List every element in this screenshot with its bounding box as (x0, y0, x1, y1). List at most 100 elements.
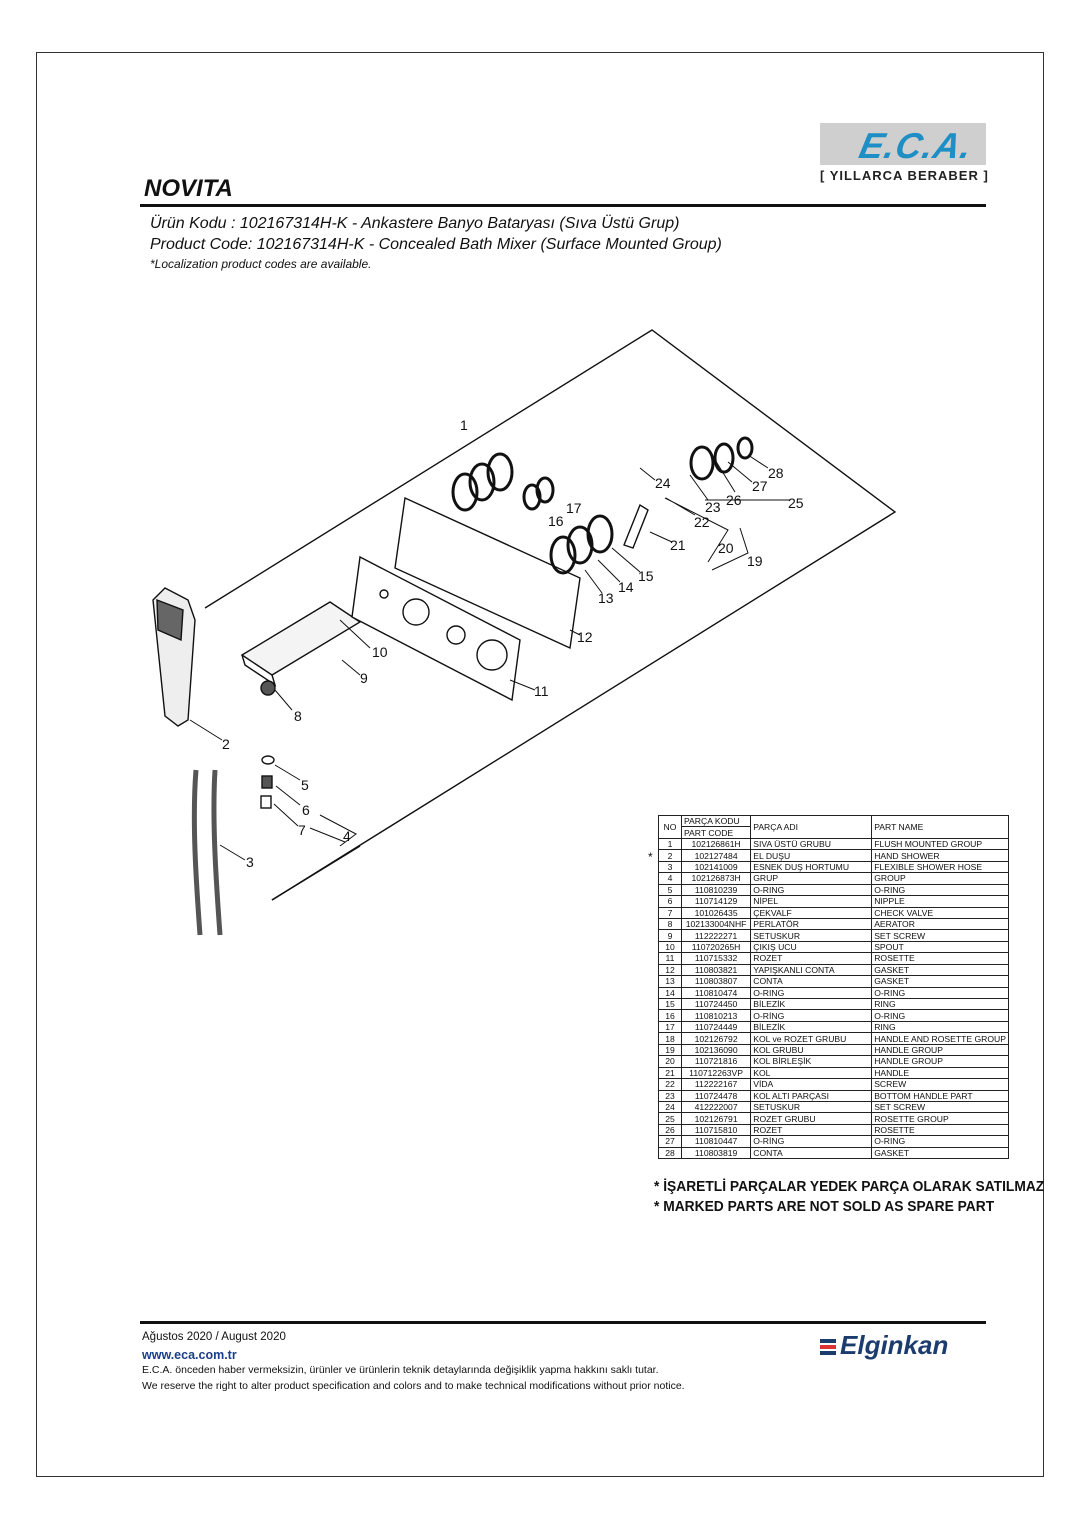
part-name-en: O-RING (871, 883, 1009, 897)
part-name-tr: ÇEKVALF (750, 906, 873, 919)
part-name-en: RING (871, 997, 1009, 1011)
part-name-en: HANDLE AND ROSETTE GROUP (871, 1032, 1009, 1045)
header-code-en: PART CODE (680, 826, 752, 839)
part-code: 102127484 (680, 849, 752, 862)
part-name-en: SPOUT (871, 940, 1009, 954)
part-name-en: GROUP (871, 872, 1009, 885)
part-name-tr: CONTA (750, 975, 873, 988)
slogan: [ YILLARCA BERABER ] (820, 168, 989, 183)
part-name-en: NIPPLE (871, 895, 1009, 908)
part-name-en: HAND SHOWER (871, 849, 1009, 862)
part-name-en: HANDLE (871, 1066, 1009, 1080)
callout-21: 21 (670, 537, 686, 553)
callout-1: 1 (460, 417, 468, 433)
part-name-en: O-RING (871, 1135, 1009, 1148)
part-code: 112222167 (680, 1078, 752, 1091)
part-no: 14 (658, 986, 682, 1000)
o-rings (451, 436, 754, 575)
part-code: 102126792 (680, 1032, 752, 1045)
exploded-diagram: 1 2 3 4 5 6 7 8 9 10 11 12 13 14 15 16 1… (152, 329, 897, 936)
callout-20: 20 (718, 540, 734, 556)
part-no: 11 (658, 952, 682, 965)
part-name-en: ROSETTE GROUP (871, 1112, 1009, 1125)
part-name-tr: KOL (750, 1066, 873, 1080)
part-name-en: FLUSH MOUNTED GROUP (871, 837, 1009, 851)
part-no: 5 (658, 883, 682, 897)
callout-13: 13 (598, 590, 614, 606)
part-no: 28 (658, 1146, 682, 1160)
part-code: 110803821 (680, 963, 752, 977)
part-code: 102136090 (680, 1043, 752, 1057)
callout-23: 23 (705, 499, 721, 515)
part-name-en: BOTTOM HANDLE PART (871, 1089, 1009, 1102)
part-code: 102141009 (680, 860, 752, 874)
part-name-en: HANDLE GROUP (871, 1043, 1009, 1057)
page-border (36, 52, 1044, 1477)
part-name-en: HANDLE GROUP (871, 1055, 1009, 1068)
part-name-en: O-RING (871, 1009, 1009, 1022)
part-code: 102133004NHF (680, 917, 752, 931)
part-no: 23 (658, 1089, 682, 1102)
callout-26: 26 (726, 492, 742, 508)
part-no: 20 (658, 1055, 682, 1068)
part-name-tr: O-RING (750, 986, 873, 1000)
callout-28: 28 (768, 465, 784, 481)
part-name-tr: KOL GRUBU (750, 1043, 873, 1057)
callout-7: 7 (298, 822, 306, 838)
callout-25: 25 (788, 495, 804, 511)
part-name-tr: GRUP (750, 872, 873, 885)
part-code: 110714129 (680, 895, 752, 908)
part-name-tr: ROZET (750, 952, 873, 965)
part-name-tr: KOL BİRLEŞİK (750, 1055, 873, 1068)
part-name-tr: O-RİNG (750, 1009, 873, 1022)
callout-12: 12 (577, 629, 593, 645)
header-name-tr: PARÇA ADI (750, 815, 873, 839)
callout-4: 4 (343, 828, 351, 844)
part-no: 21 (658, 1066, 682, 1080)
o-ring-5 (261, 755, 275, 765)
part-name-en: SCREW (871, 1078, 1009, 1091)
elginkan-logo: Elginkan (820, 1330, 948, 1361)
part-no: 4 (658, 872, 682, 885)
part-name-en: ROSETTE (871, 952, 1009, 965)
not-sold-marker: * (648, 850, 653, 864)
part-name-tr: ROZET (750, 1123, 873, 1137)
warning-en: * MARKED PARTS ARE NOT SOLD AS SPARE PAR… (654, 1198, 995, 1215)
website-link[interactable]: www.eca.com.tr (142, 1348, 237, 1362)
part-name-tr: PERLATÖR (750, 917, 873, 931)
parts-table: NO PARÇA KODU PARÇA ADI PART NAME PART C… (658, 814, 1009, 1160)
callout-2: 2 (222, 736, 230, 752)
part-no: 17 (658, 1020, 682, 1034)
part-no: 27 (658, 1135, 682, 1148)
part-name-en: GASKET (871, 963, 1009, 977)
callout-11: 11 (534, 683, 549, 699)
part-name-tr: SETUSKUR (750, 929, 873, 942)
header-no: NO (658, 815, 682, 839)
part-code: 101026435 (680, 906, 752, 919)
aerator (260, 680, 276, 696)
part-name-en: RING (871, 1020, 1009, 1034)
header-code-tr: PARÇA KODU (680, 814, 752, 828)
rosette-plate (351, 555, 521, 702)
part-no: 9 (658, 929, 682, 942)
part-name-tr: O-RİNG (750, 1135, 873, 1148)
header-divider (140, 204, 986, 207)
part-code: 110803807 (680, 975, 752, 988)
part-name-tr: ESNEK DUŞ HORTUMU (750, 860, 873, 874)
part-code: 110803819 (680, 1146, 752, 1160)
part-code: 102126791 (680, 1112, 752, 1125)
